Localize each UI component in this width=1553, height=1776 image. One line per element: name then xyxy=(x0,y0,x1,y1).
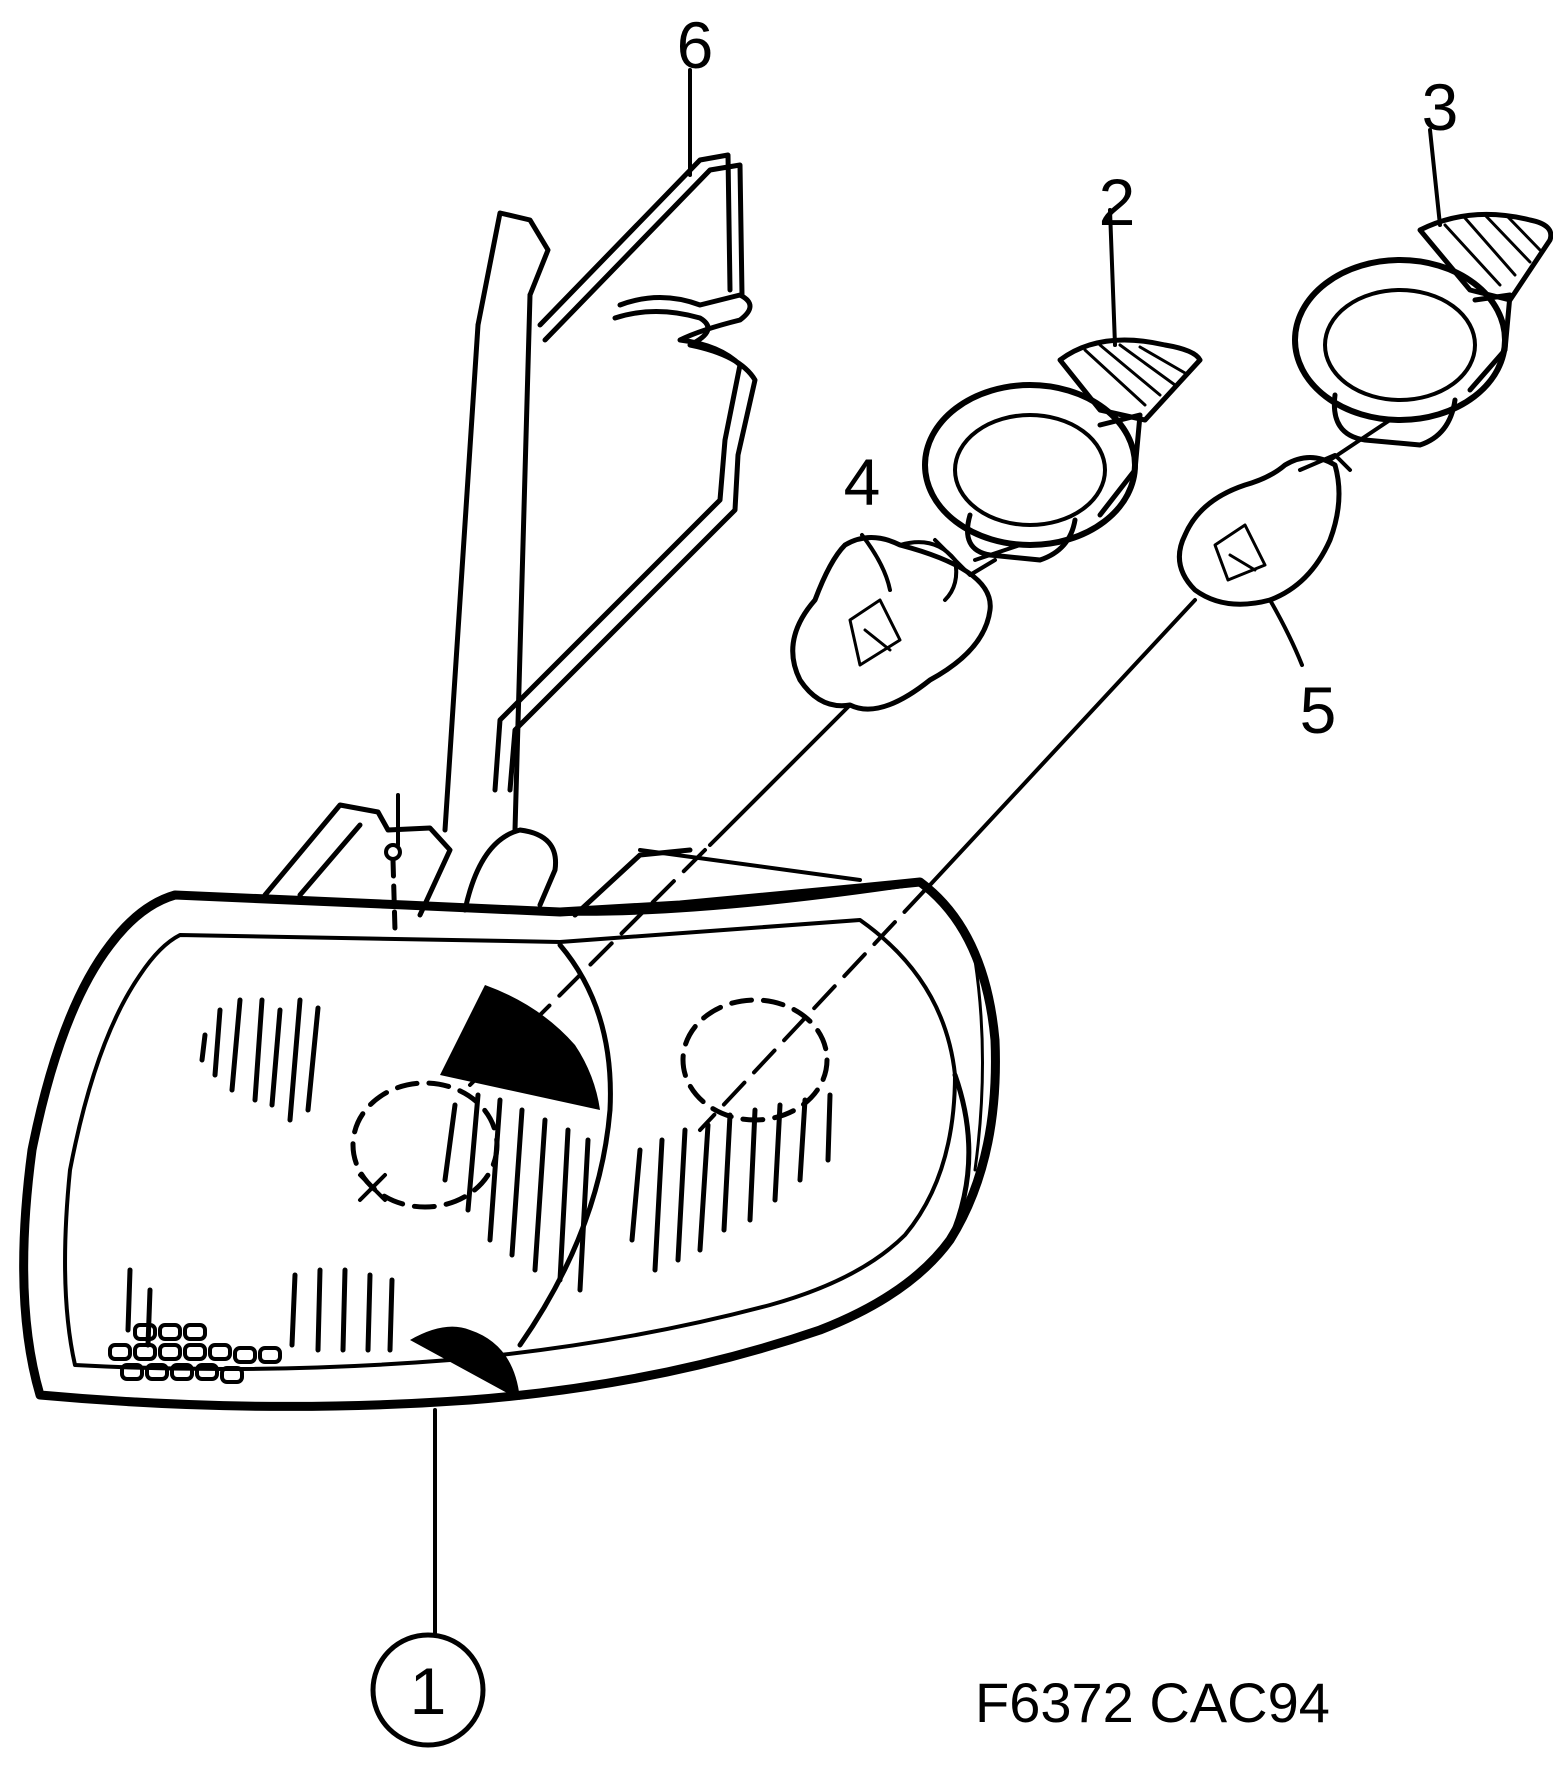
bulb-4 xyxy=(790,535,997,712)
callout-5: 5 xyxy=(1300,673,1337,747)
retaining-wire-clip xyxy=(442,152,758,833)
callout-4: 4 xyxy=(844,445,881,519)
callout-3: 3 xyxy=(1422,70,1459,144)
assembly-lines xyxy=(468,418,1392,1132)
socket-3 xyxy=(1292,211,1553,448)
socket-2 xyxy=(922,337,1203,563)
lamp-housing xyxy=(19,793,1000,1411)
bulb-5 xyxy=(1176,453,1352,607)
callout-2: 2 xyxy=(1099,165,1136,239)
figure-code: F6372 CAC94 xyxy=(975,1671,1330,1734)
leader-lines xyxy=(433,68,1442,1637)
callout-1-circle xyxy=(370,1632,486,1748)
callout-6: 6 xyxy=(677,8,714,82)
callout-1: 1 xyxy=(410,1654,447,1728)
callouts: 6 2 3 4 5 1 xyxy=(370,8,1459,1748)
